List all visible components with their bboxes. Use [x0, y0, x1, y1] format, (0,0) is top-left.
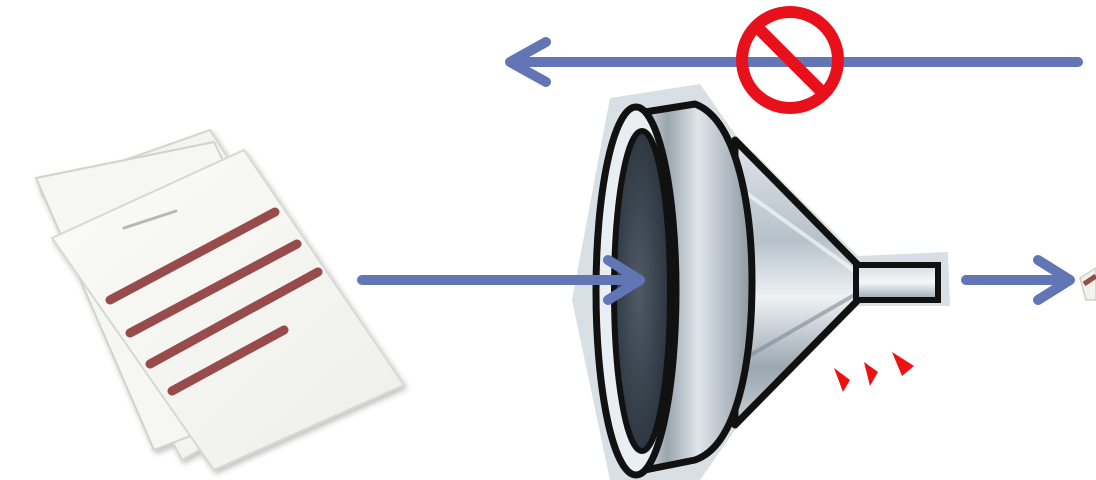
spark-icon	[834, 352, 914, 392]
output-arrow	[966, 260, 1070, 300]
document-fragment-icon	[1080, 268, 1096, 300]
documents-icon	[36, 130, 404, 470]
